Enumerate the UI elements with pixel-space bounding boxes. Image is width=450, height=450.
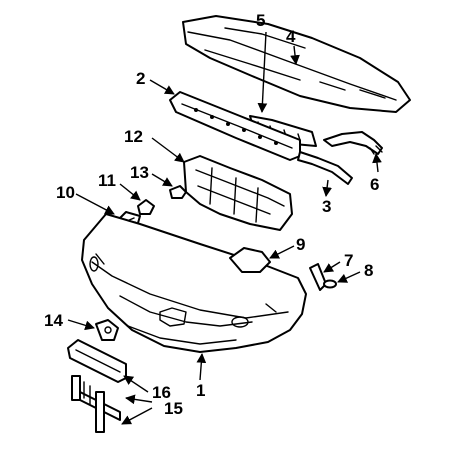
part-12-support-frame[interactable]: [183, 155, 293, 231]
leader-14: [67, 319, 95, 331]
leader-6: [372, 153, 382, 173]
callout-13: 13: [130, 163, 149, 182]
callout-2: 2: [136, 69, 145, 88]
part-2-reinforcement[interactable]: [169, 91, 301, 161]
leader-9: [269, 245, 295, 259]
leader-10: [75, 193, 115, 215]
callout-11: 11: [98, 171, 116, 190]
callout-labels: 5 4 2 12 13 11 10 3 6 9 7 8 14 1 16 15: [44, 11, 379, 418]
callout-9: 9: [296, 235, 305, 254]
part-9-lamp-lens[interactable]: [229, 247, 271, 273]
leader-8: [337, 271, 361, 283]
callout-5: 5: [256, 11, 265, 30]
part-8-reflector[interactable]: [323, 279, 337, 289]
leader-2: [149, 79, 175, 95]
part-14-clip[interactable]: [95, 319, 119, 341]
leader-15b: [121, 407, 153, 425]
callout-3: 3: [322, 197, 331, 216]
part-4-energy-absorber[interactable]: [182, 15, 411, 113]
part-6-side-bracket[interactable]: [323, 131, 383, 155]
leader-3: [322, 179, 332, 197]
leader-5: [257, 31, 268, 113]
leader-16: [123, 375, 149, 393]
part-3-lower-bracket[interactable]: [297, 151, 353, 185]
leader-15a: [125, 394, 153, 405]
leader-lines: [67, 31, 382, 425]
callout-12: 12: [124, 127, 143, 146]
callout-14: 14: [44, 311, 63, 330]
part-11-small-bracket[interactable]: [137, 199, 155, 215]
part-7-side-marker[interactable]: [309, 263, 327, 291]
callout-15: 15: [164, 399, 183, 418]
callout-1: 1: [196, 381, 205, 400]
part-13-clip[interactable]: [169, 185, 187, 199]
leader-12: [151, 137, 185, 163]
part-15-mounting-bracket[interactable]: [71, 375, 121, 433]
callout-16: 16: [152, 383, 171, 402]
callout-6: 6: [370, 175, 379, 194]
leader-4: [290, 45, 300, 65]
callout-4: 4: [286, 27, 296, 46]
leader-7: [323, 261, 341, 273]
callout-8: 8: [364, 261, 373, 280]
part-1-bumper-cover[interactable]: [81, 213, 307, 353]
leader-1: [196, 353, 207, 381]
callout-10: 10: [56, 183, 75, 202]
leader-11: [119, 183, 141, 201]
callout-7: 7: [344, 251, 353, 270]
leader-13: [151, 173, 173, 187]
